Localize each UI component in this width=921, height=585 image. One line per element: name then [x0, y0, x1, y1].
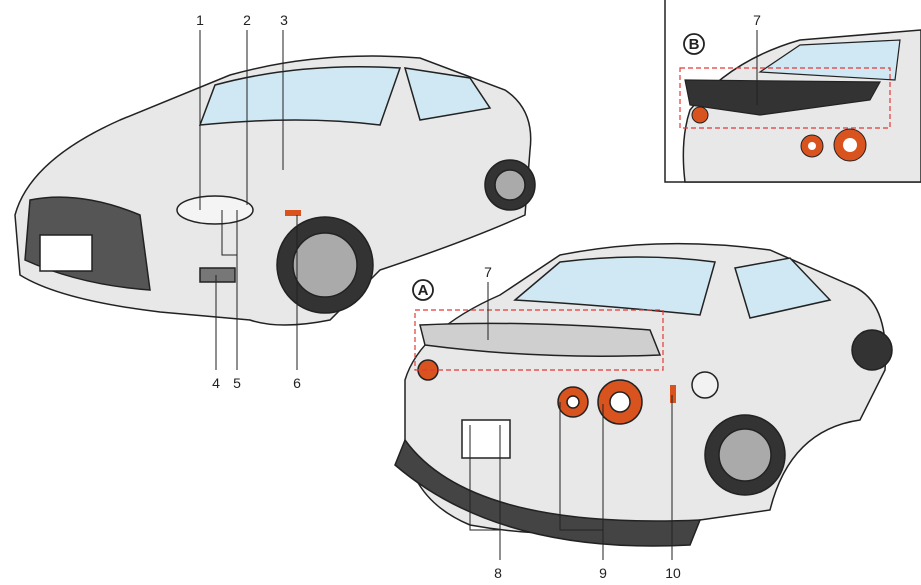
fuel-door [691, 371, 719, 399]
rear-side-window [734, 257, 832, 319]
inset-tail-lamp-left [691, 106, 709, 124]
callout-5: 5 [233, 375, 241, 391]
callout-7-inset: 7 [753, 12, 761, 28]
front-windshield [198, 66, 402, 126]
rear-side-marker [670, 385, 676, 403]
tail-lamp-inner-center [566, 395, 580, 409]
callout-8: 8 [494, 565, 502, 581]
inset-b-panel: B 7 [664, 0, 921, 183]
callout-3: 3 [280, 12, 288, 28]
rear-license-plate [461, 419, 511, 459]
rear-spoiler [419, 322, 662, 357]
inset-spoiler-highlight [679, 67, 891, 129]
view-a-badge: A [412, 279, 434, 301]
front-side-marker [285, 210, 301, 216]
inset-rear-window [758, 39, 901, 81]
inset-tail-lamp-inner-center [808, 142, 816, 150]
view-b-label: B [689, 36, 700, 53]
front-callout-lines [199, 30, 298, 370]
rear-wheel-rim [718, 428, 772, 482]
front-headlight [176, 195, 254, 225]
callout-4: 4 [212, 375, 220, 391]
rear-wheel-far-rim [494, 169, 526, 201]
front-car-illustration [14, 55, 536, 326]
view-a-label: A [418, 282, 429, 299]
front-wheel-far [851, 329, 893, 371]
callout-1: 1 [196, 12, 204, 28]
callout-10: 10 [665, 565, 681, 581]
front-side-window [403, 67, 492, 121]
callout-2: 2 [243, 12, 251, 28]
callout-6: 6 [293, 375, 301, 391]
spoiler-highlight-a [414, 309, 664, 371]
rear-diffuser [394, 438, 702, 547]
front-fog-light [199, 267, 236, 283]
callout-7-rear: 7 [484, 264, 492, 280]
front-wheel-rim [292, 232, 358, 298]
front-license-plate [39, 234, 93, 272]
tail-lamp-outer-center [609, 391, 631, 413]
rear-callout-lines [469, 282, 673, 560]
callout-9: 9 [599, 565, 607, 581]
rear-window [513, 256, 716, 316]
inset-spoiler [684, 79, 882, 116]
rear-car-illustration [394, 242, 893, 547]
inset-tail-lamp-outer-center [843, 138, 857, 152]
